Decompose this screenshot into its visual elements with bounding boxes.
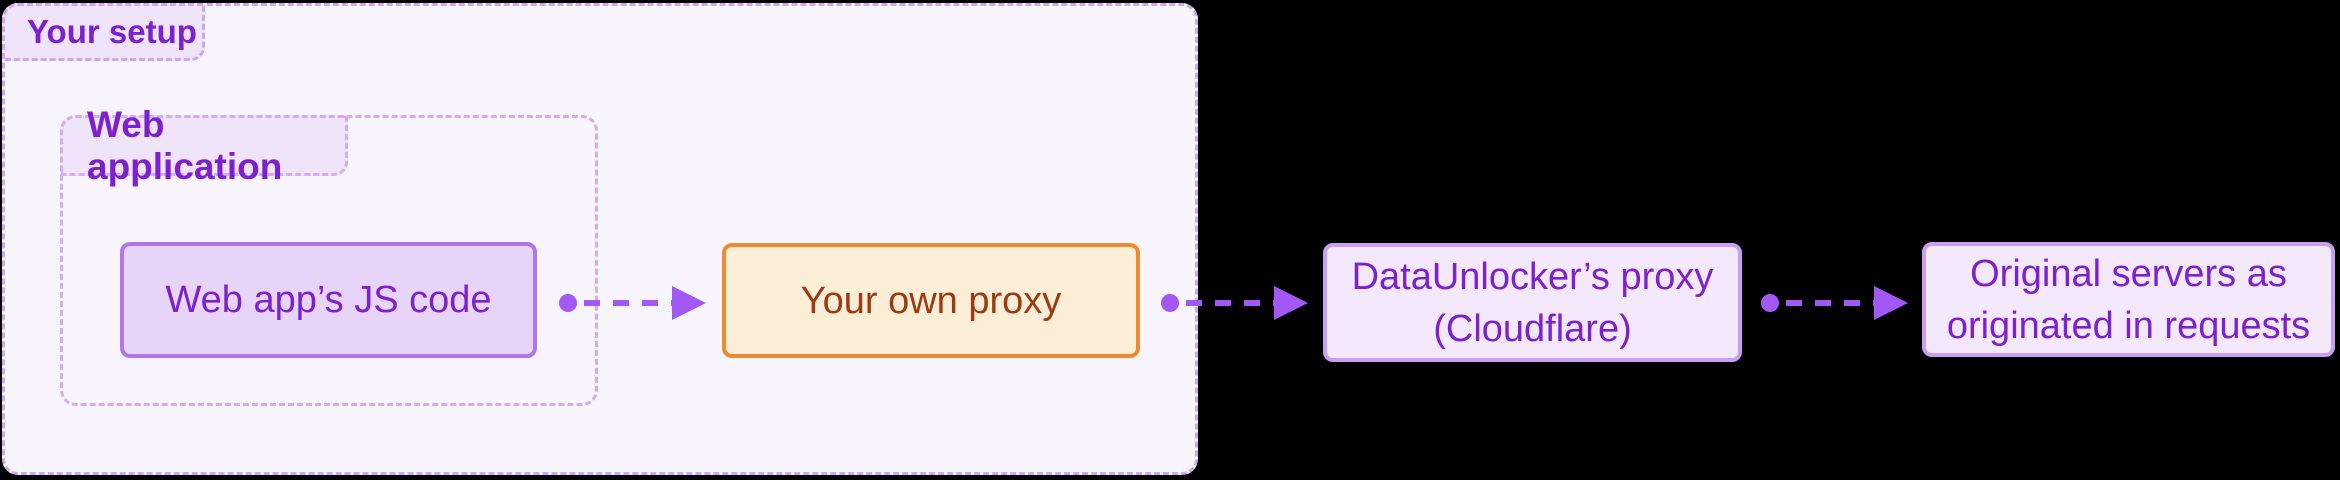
node-original-servers-line2: originated in requests (1946, 304, 2311, 347)
node-dataunlocker-proxy: DataUnlocker’s proxy (Cloudflare) (1323, 243, 1742, 362)
web-application-label: Web application (60, 104, 348, 187)
your-setup-label-text: Your setup (27, 13, 197, 50)
node-original-servers-line1: Original servers as (1970, 252, 2287, 295)
your-setup-label: Your setup (2, 3, 205, 61)
node-original-servers: Original servers as originated in reques… (1922, 242, 2335, 357)
node-dataunlocker-proxy-line1: DataUnlocker’s proxy (1351, 255, 1714, 298)
flow-arrow-js-to-proxy (559, 286, 706, 320)
web-application-group: Web application (60, 104, 598, 406)
flow-arrow-dataunlocker-to-origin (1761, 286, 1908, 320)
web-application-label-text: Web application (87, 103, 283, 187)
node-your-own-proxy-text: Your own proxy (800, 279, 1062, 322)
your-setup-group: Your setup (2, 3, 1198, 475)
flow-arrow-proxy-to-dataunlocker (1161, 286, 1308, 320)
arrow-head-icon (672, 286, 706, 320)
arrow-dot (1161, 294, 1179, 312)
arrow-dot (559, 294, 577, 312)
node-web-app-js-code: Web app’s JS code (120, 242, 537, 358)
arrow-head-icon (1874, 286, 1908, 320)
arrow-dot (1761, 294, 1779, 312)
node-web-app-js-code-text: Web app’s JS code (165, 279, 492, 321)
node-dataunlocker-proxy-line2: (Cloudflare) (1433, 307, 1632, 350)
node-your-own-proxy: Your own proxy (722, 243, 1140, 358)
arrow-head-icon (1274, 286, 1308, 320)
